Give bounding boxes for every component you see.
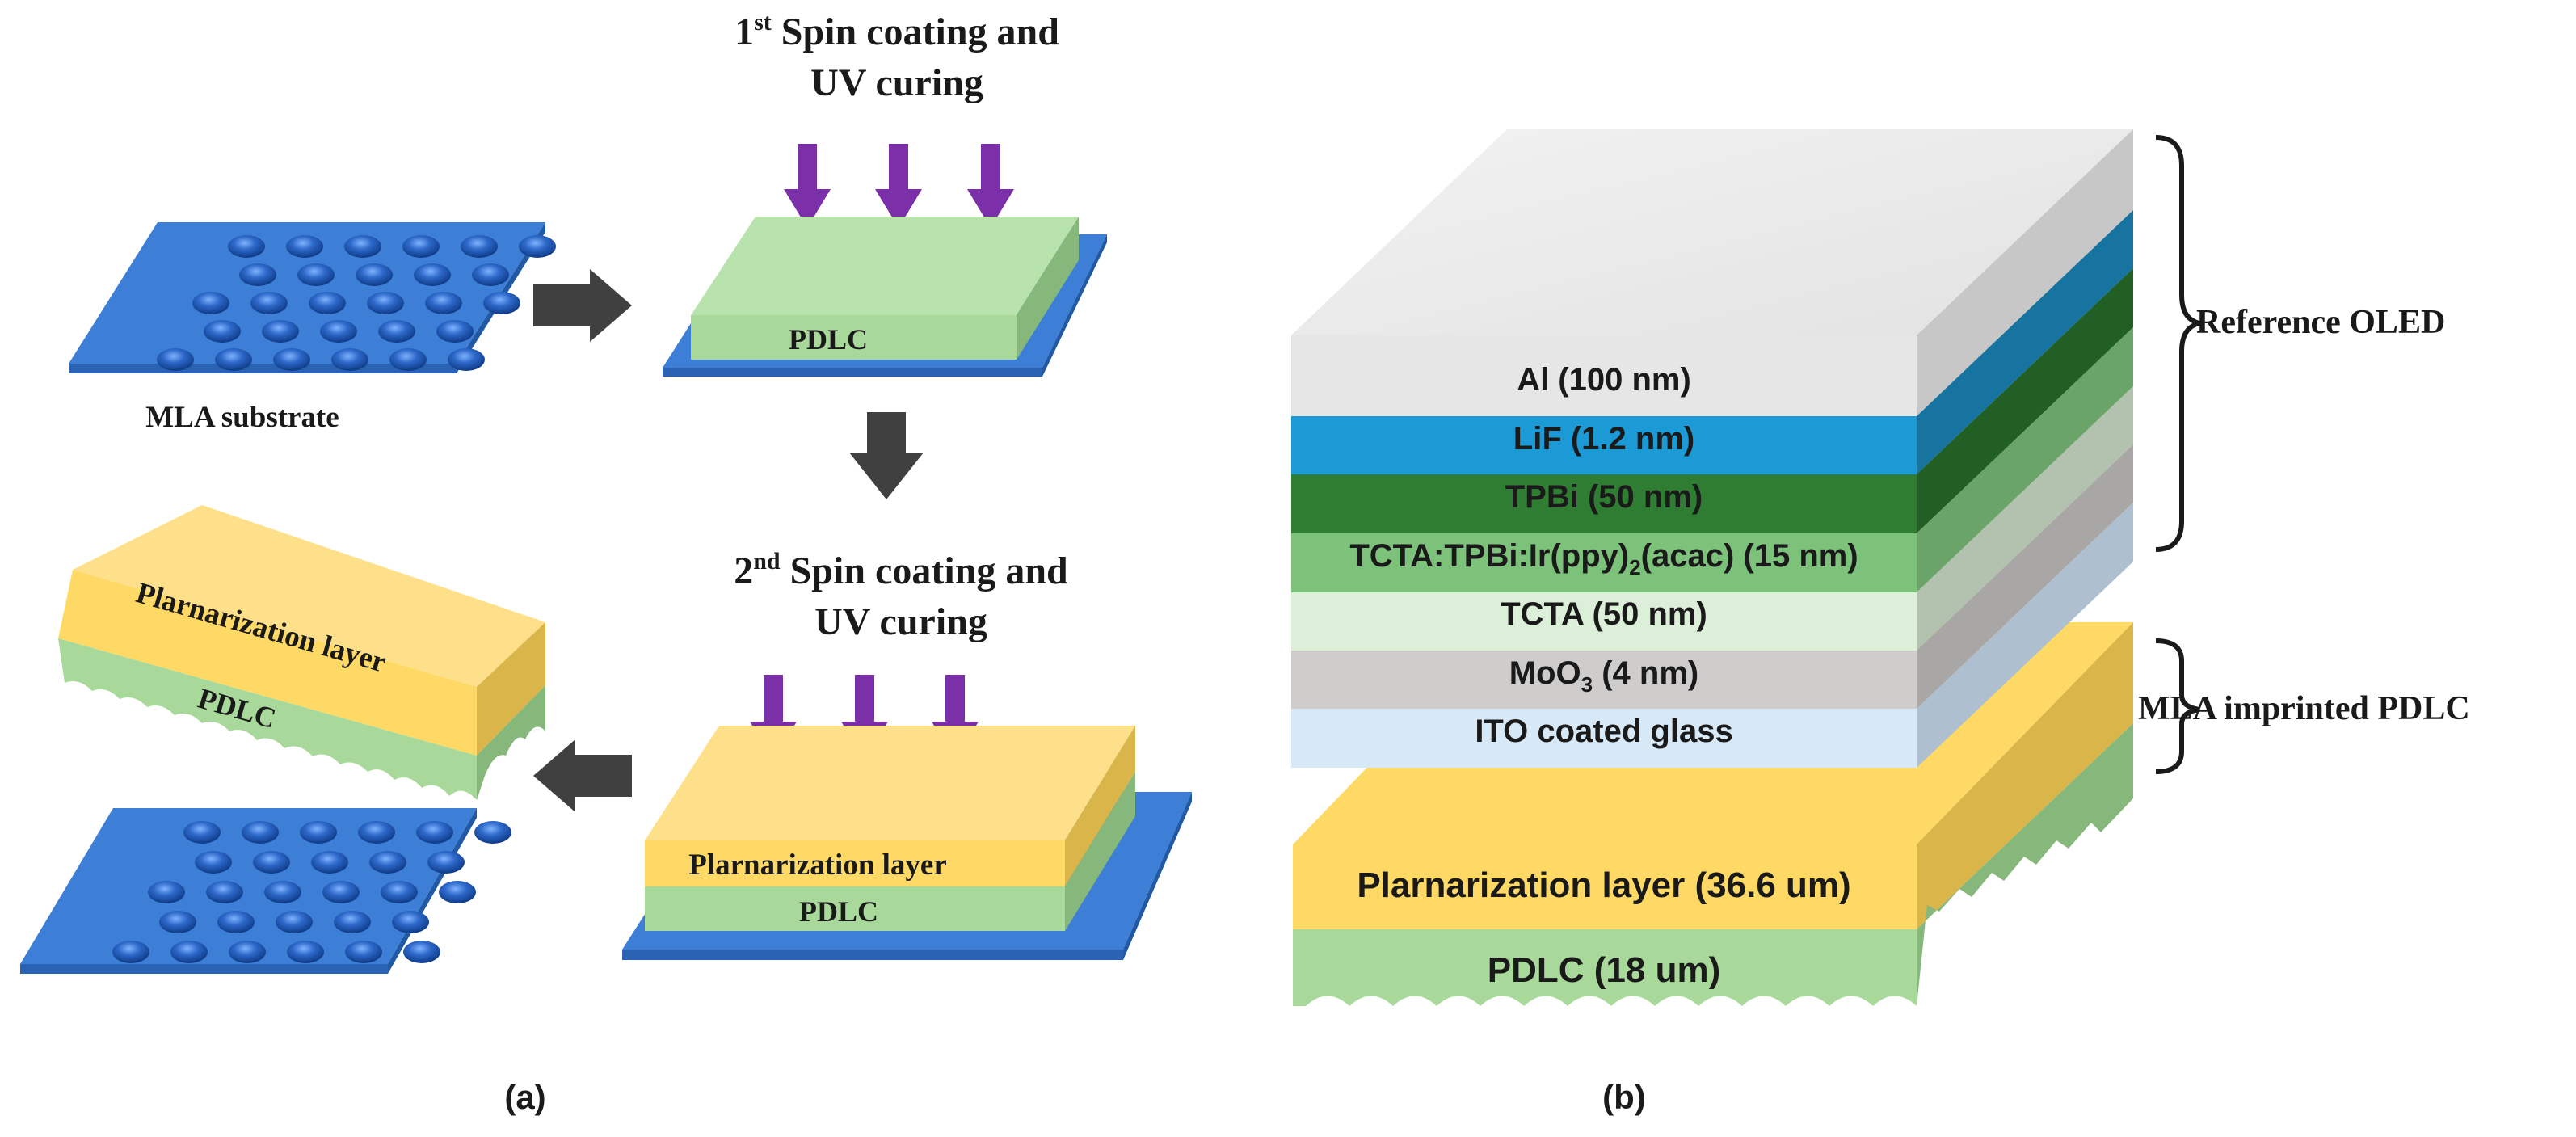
microlens [183,821,221,844]
step2-title-line1: 2nd Spin coating and [734,548,1068,592]
panel-a-label: (a) [504,1078,545,1116]
microlens [367,292,404,314]
panel-b-label: (b) [1602,1078,1646,1116]
microlens [253,851,290,874]
left-arrow-icon [533,739,632,812]
microlens [322,881,360,903]
microlens [215,348,252,371]
microlens [381,881,418,903]
detached-film [58,505,545,800]
microlens [192,292,229,314]
microlens [228,235,265,258]
layer-pdlc-label: PDLC (18 um) [1488,950,1720,990]
microlens [483,292,520,314]
layer-al-label: Al (100 nm) [1517,362,1691,398]
step2-device [622,726,1192,960]
step1-title-line1: 1st Spin coating and [734,9,1059,53]
microlens [206,881,243,903]
microlens [392,911,429,933]
layer-tpbi-label: TPBi (50 nm) [1505,479,1703,515]
microlens [436,320,474,343]
microlens [311,851,348,874]
microlens [297,263,335,286]
uv-arrows-step1 [784,144,1014,228]
layer-eml-label: TCTA:TPBi:Ir(ppy)2(acac) (15 nm) [1349,538,1858,579]
uv-arrow-icon [784,144,831,228]
microlens [159,911,196,933]
microlens [217,911,255,933]
microlens [273,348,310,371]
microlens [334,911,371,933]
microlens [439,881,476,903]
mla-imprinted-pdlc-label: MLA imprinted PDLC [2138,690,2470,727]
microlens [448,348,485,371]
layer-tcta-label: TCTA (50 nm) [1501,596,1707,632]
microlens [416,821,453,844]
microlens [250,292,288,314]
microlens [427,851,465,874]
step1-title-line2: UV curing [810,61,983,104]
reference-oled-bracket [2155,135,2200,552]
mla-pdlc-bracket [2155,638,2200,774]
step2-title-line2: UV curing [814,600,987,643]
microlens [170,941,208,963]
microlens [345,941,382,963]
mla-substrate-label: MLA substrate [145,401,339,434]
microlens [519,235,556,258]
layer-moo3-label: MoO3 (4 nm) [1509,655,1698,697]
microlens [403,941,440,963]
microlens [369,851,406,874]
microlens [344,235,381,258]
microlens-array [157,235,556,371]
uv-arrow-icon [875,144,922,228]
microlens [309,292,346,314]
microlens [148,881,185,903]
mla-substrate-bottom [20,808,511,974]
step2-planarization-label: Plarnarization layer [688,849,947,882]
microlens [239,263,276,286]
microlens [229,941,266,963]
microlens [402,235,440,258]
layer-ito-label: ITO coated glass [1475,714,1732,749]
microlens [157,348,194,371]
uv-arrow-icon [967,144,1014,228]
microlens [204,320,241,343]
microlens [112,941,149,963]
oled-stack [1291,129,2133,1006]
down-arrow-icon [849,412,924,499]
microlens [389,348,427,371]
microlens [331,348,368,371]
step2-pdlc-label: PDLC [799,895,878,928]
microlens [287,941,324,963]
microlens [461,235,498,258]
microlens [414,263,451,286]
microlens [320,320,357,343]
microlens [425,292,462,314]
microlens [356,263,393,286]
layer-planarization-label: Plarnarization layer (36.6 um) [1357,865,1850,905]
microlens [262,320,299,343]
microlens [242,821,279,844]
microlens [195,851,232,874]
microlens [474,821,511,844]
microlens [264,881,301,903]
step1-pdlc-label: PDLC [789,323,868,356]
microlens-array [112,821,511,963]
microlens [286,235,323,258]
layer-lif-label: LiF (1.2 nm) [1513,421,1694,457]
microlens [378,320,415,343]
microlens [358,821,395,844]
right-arrow-icon [533,269,632,342]
microlens [276,911,313,933]
mla-substrate-top [69,222,556,373]
microlens [472,263,509,286]
microlens [300,821,337,844]
reference-oled-label: Reference OLED [2196,304,2445,341]
step1-device [663,217,1107,377]
